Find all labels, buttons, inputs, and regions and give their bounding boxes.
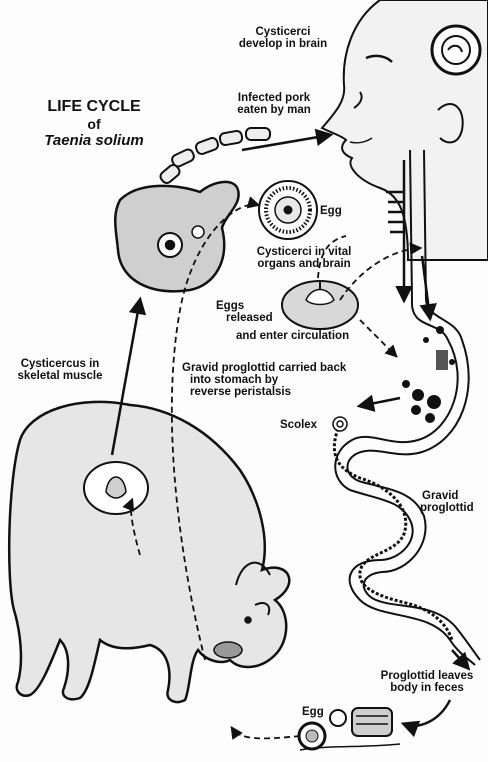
label-proglottid-leaves: Proglottid leaves body in feces: [368, 670, 486, 694]
stomach-contents: [402, 350, 448, 423]
label-egg-bottom: Egg: [302, 706, 324, 718]
scolex-illustration: [333, 417, 347, 431]
label-cysticerci-vital: Cysticerci in vital organs and brain: [236, 246, 372, 270]
title-line-1: LIFE CYCLE: [14, 98, 174, 116]
label-gravid-proglottid: Gravid proglottid: [420, 490, 474, 514]
label-scolex: Scolex: [280, 419, 317, 431]
diagram-title: LIFE CYCLE of Taenia solium: [14, 98, 174, 150]
brain-cyst: [432, 26, 480, 74]
title-line-3: Taenia solium: [14, 132, 174, 150]
egg-top-illustration: [259, 181, 317, 239]
pig-illustration: [9, 402, 289, 702]
cysticercus-muscle-illustration: [84, 462, 148, 514]
label-cysticerci-brain: Cysticerci develop in brain: [218, 26, 348, 50]
pork-meat-piece: [115, 182, 238, 291]
infected-pork-chain: [158, 128, 270, 185]
title-line-2: of: [14, 116, 174, 132]
label-eggs-released: Eggs released and enter circulation: [216, 300, 349, 342]
label-infected-pork: Infected pork eaten by man: [222, 92, 326, 116]
label-egg-top: Egg: [320, 205, 342, 217]
label-gravid-carried: Gravid proglottid carried back into stom…: [182, 362, 346, 398]
label-cysticercus-muscle: Cysticercus in skeletal muscle: [6, 358, 114, 382]
